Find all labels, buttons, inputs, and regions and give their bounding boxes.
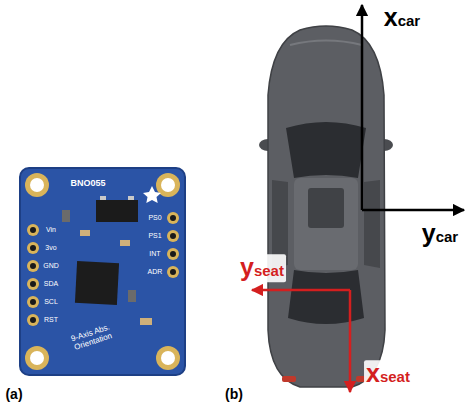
pin-label: 3vo bbox=[45, 244, 56, 252]
pin-label: GND bbox=[43, 262, 59, 270]
axis-label: yseat bbox=[238, 254, 286, 282]
pin-label: SCL bbox=[44, 298, 58, 306]
sensor-board bbox=[20, 168, 185, 375]
pin-label: RST bbox=[44, 316, 58, 324]
pin-label: PS0 bbox=[148, 214, 161, 222]
pin-label: INT bbox=[149, 250, 160, 258]
axis-label: ycar bbox=[420, 220, 460, 248]
axis-label: xseat bbox=[364, 360, 412, 388]
pin-label: ADR bbox=[148, 268, 163, 276]
pin-label: SDA bbox=[44, 280, 58, 288]
seat-axes bbox=[252, 290, 350, 392]
axis-label: xcar bbox=[382, 4, 422, 32]
pin-label: Vin bbox=[46, 226, 56, 234]
panel-label: (a) bbox=[5, 387, 22, 402]
car-axes bbox=[362, 5, 464, 210]
board-text: 9-Axis Abs. Orientation bbox=[56, 319, 128, 357]
panel-label: (b) bbox=[225, 387, 243, 402]
pin-label: PS1 bbox=[148, 232, 161, 240]
board-text: BNO055 bbox=[70, 179, 105, 189]
car-illustration bbox=[259, 26, 393, 387]
